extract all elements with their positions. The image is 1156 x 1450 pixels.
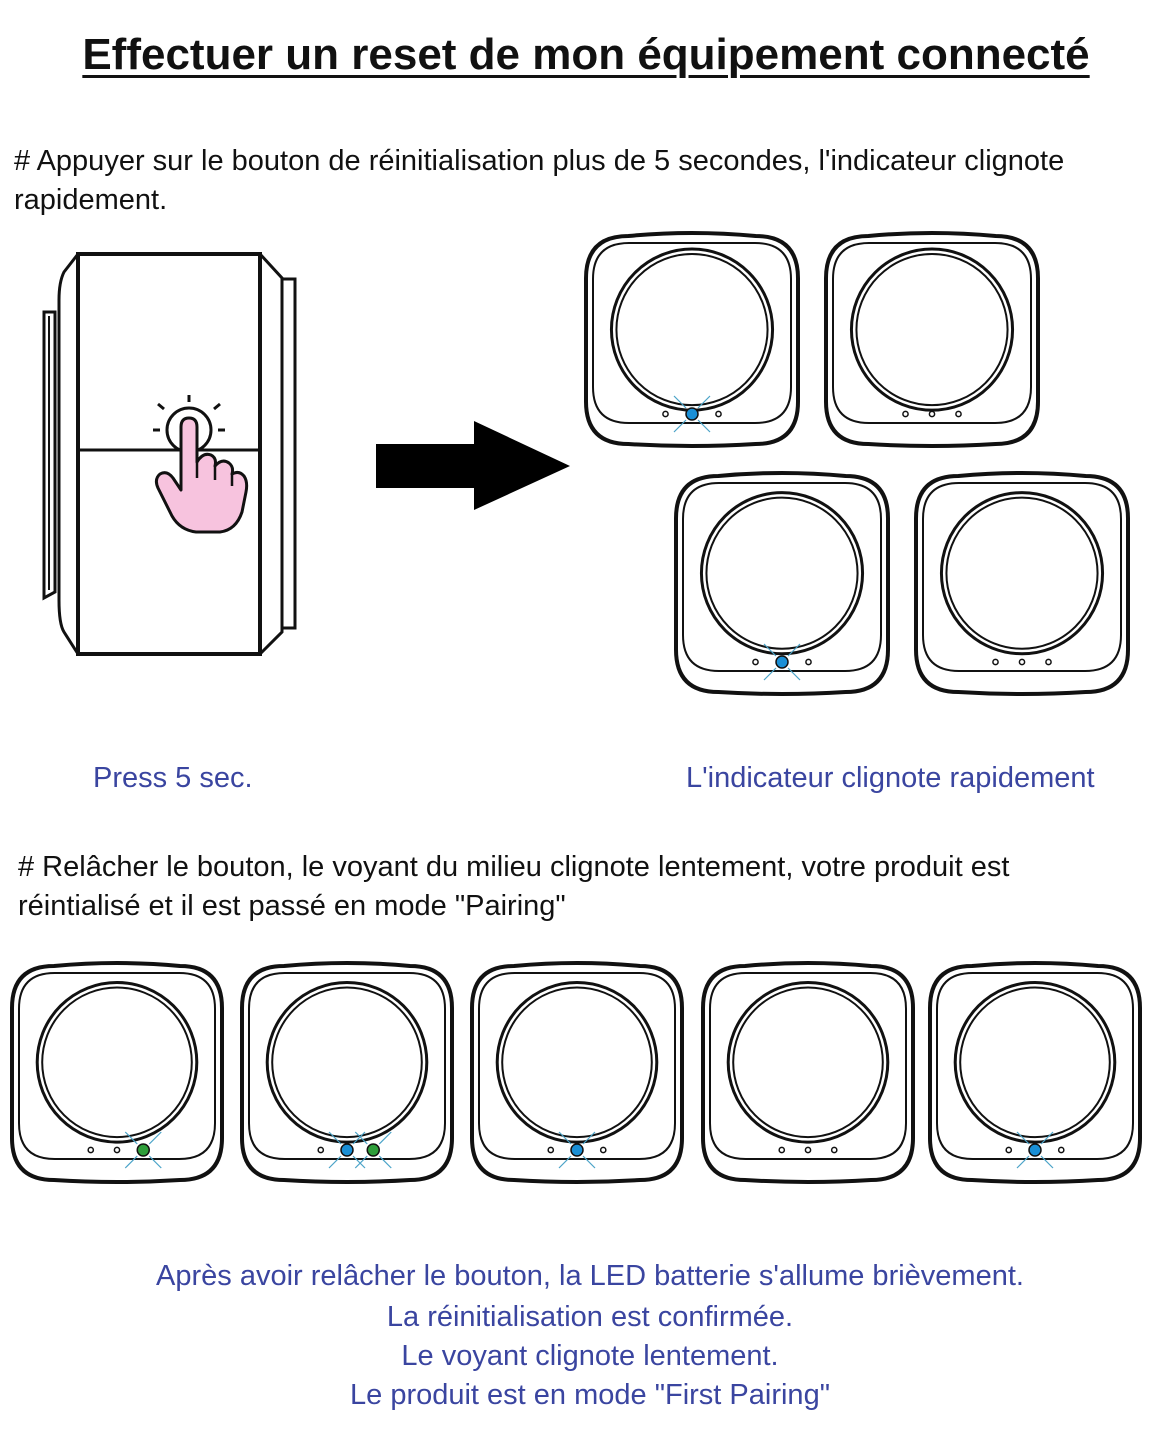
device-step1-4 (914, 471, 1130, 696)
led-off-icon (902, 410, 909, 418)
dial-ring (699, 491, 865, 656)
finger-icon (154, 416, 249, 534)
device-side-view (42, 252, 297, 656)
led-off-icon (547, 1146, 555, 1154)
led-off-icon (955, 410, 962, 418)
device-step2-3 (470, 961, 684, 1184)
led-off-icon (1057, 1146, 1065, 1154)
device-illustrations (10, 231, 1142, 1184)
led-off-icon (1045, 658, 1052, 666)
led-off-icon (805, 658, 812, 666)
step1-instruction: # Appuyer sur le bouton de réinitialisat… (14, 145, 1065, 216)
dial-ring (726, 981, 890, 1144)
result-notes: Après avoir relâcher le bouton, la LED b… (0, 1254, 1156, 1415)
dial-ring (265, 981, 429, 1144)
device-step1-1 (584, 231, 800, 448)
led-green-icon (136, 1143, 150, 1157)
device-step2-5 (928, 961, 1142, 1184)
step2-instruction: # Relâcher le bouton, le voyant du milie… (18, 851, 1010, 922)
page-title: Effectuer un reset de mon équipement con… (82, 30, 1090, 79)
caption-indicator-fast: L'indicateur clignote rapidement (686, 762, 1095, 794)
led-off-icon (752, 658, 759, 666)
dial-ring (953, 981, 1117, 1144)
led-off-icon (662, 410, 669, 418)
dial-ring (35, 981, 199, 1144)
led-off-icon (599, 1146, 607, 1154)
dial-ring (849, 247, 1015, 412)
arrow-right-icon (376, 421, 570, 510)
note-reset-confirmed: La réinitialisation est confirmée. (386, 1301, 794, 1333)
device-step2-1 (10, 961, 224, 1184)
device-step1-2 (824, 231, 1040, 448)
dial-ring (939, 491, 1105, 656)
note-first-pairing: Le produit est en mode "First Pairing" (350, 1379, 830, 1411)
led-off-icon (804, 1146, 812, 1154)
led-blue-icon (570, 1143, 584, 1157)
led-off-icon (992, 658, 999, 666)
note-slow-blink: Le voyant clignote lentement. (401, 1340, 779, 1372)
led-blue-icon (685, 407, 699, 421)
led-off-icon (715, 410, 722, 418)
led-off-icon (830, 1146, 838, 1154)
led-green-icon (366, 1143, 380, 1157)
led-off-icon (1018, 658, 1026, 666)
led-off-icon (87, 1146, 95, 1154)
note-battery-led: Après avoir relâcher le bouton, la LED b… (156, 1260, 1024, 1292)
dial-ring (495, 981, 659, 1144)
led-blue-icon (1028, 1143, 1042, 1157)
led-blue-icon (775, 655, 789, 669)
led-blue-icon (340, 1143, 354, 1157)
device-step2-4 (701, 961, 915, 1184)
led-off-icon (778, 1146, 786, 1154)
device-step1-3 (674, 471, 890, 696)
device-step2-2 (240, 961, 454, 1184)
led-off-icon (1005, 1146, 1013, 1154)
led-off-icon (317, 1146, 325, 1154)
caption-press: Press 5 sec. (93, 762, 253, 794)
led-off-icon (113, 1146, 121, 1154)
led-off-icon (928, 410, 936, 418)
